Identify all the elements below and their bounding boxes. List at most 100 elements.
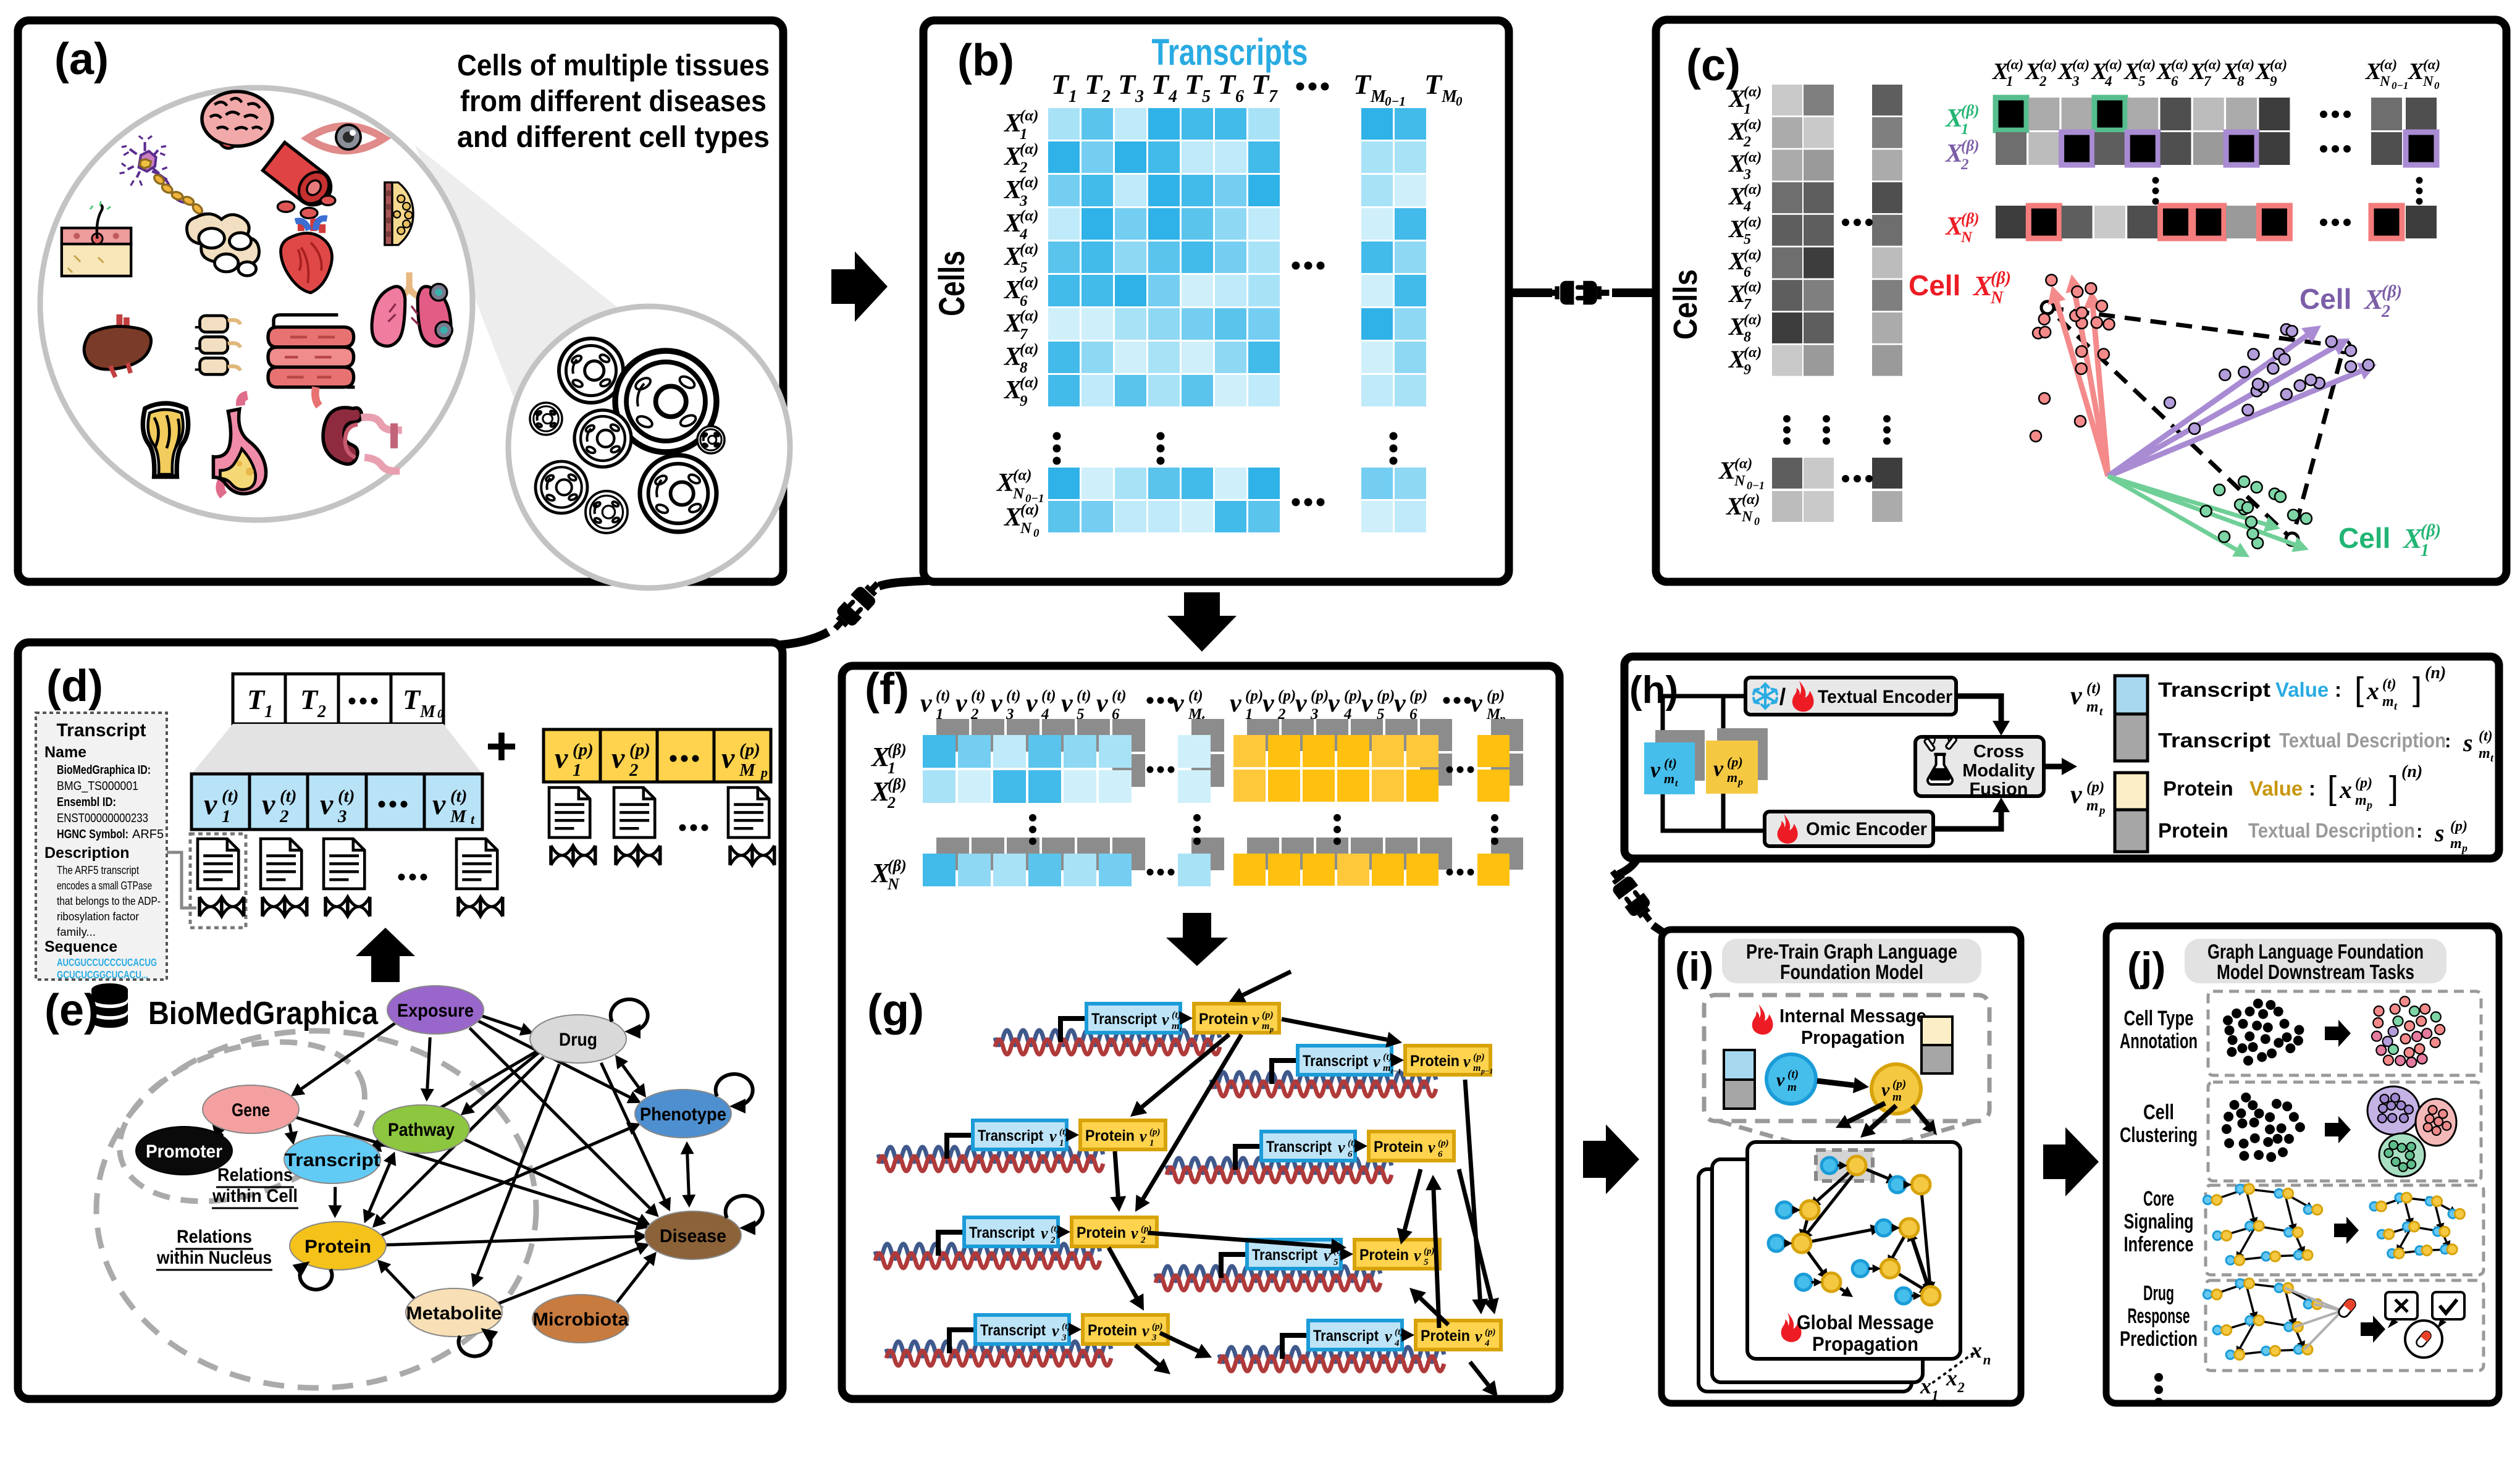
svg-text:(t): (t) (1664, 755, 1677, 771)
svg-text:v: v (1428, 1138, 1435, 1156)
svg-text:v: v (1338, 1138, 1345, 1156)
svg-text:X: X (1718, 456, 1736, 484)
svg-text:(α): (α) (1734, 456, 1752, 472)
svg-text:(a): (a) (54, 35, 109, 84)
svg-text:6: 6 (1020, 293, 1028, 309)
svg-text:p−1: p−1 (1480, 1067, 1493, 1075)
svg-text:2: 2 (887, 794, 896, 812)
svg-text:v: v (991, 689, 1003, 718)
svg-text:3: 3 (337, 807, 347, 826)
svg-text:X: X (2222, 59, 2240, 85)
svg-text:(α): (α) (1020, 374, 1038, 391)
svg-text:v: v (611, 742, 625, 775)
svg-text:(p): (p) (1485, 1327, 1496, 1337)
svg-text:v: v (1373, 1052, 1380, 1070)
svg-text:(α): (α) (1744, 182, 1762, 198)
svg-text:(t): (t) (1787, 1068, 1799, 1081)
svg-text:X: X (1728, 247, 1746, 275)
svg-text:Propagation: Propagation (1812, 1333, 1918, 1355)
svg-text:(α): (α) (1020, 141, 1038, 158)
svg-text:1: 1 (2006, 74, 2014, 89)
svg-text:2: 2 (2381, 302, 2390, 321)
svg-text:T: T (403, 684, 421, 715)
svg-text:v: v (1881, 1080, 1890, 1100)
svg-text:t: t (2490, 752, 2494, 764)
svg-text:BioMedGraphica: BioMedGraphica (148, 996, 379, 1031)
svg-text:AUCGUCCUCCCUCACUG: AUCGUCCUCCCUCACUG (57, 956, 157, 968)
svg-text:1: 1 (1245, 706, 1253, 723)
svg-text:(α): (α) (2204, 57, 2221, 72)
svg-text:N: N (1741, 509, 1754, 525)
svg-text:(β): (β) (1961, 138, 1979, 154)
svg-text:(β): (β) (888, 857, 907, 875)
svg-text:0: 0 (1033, 527, 1040, 540)
svg-text:X: X (1003, 109, 1022, 138)
svg-text:v: v (1414, 1246, 1421, 1264)
svg-text:(t): (t) (2086, 680, 2101, 697)
svg-text:5: 5 (1077, 706, 1085, 723)
svg-text:(p): (p) (573, 740, 594, 760)
svg-text:m: m (1892, 1091, 1902, 1104)
svg-text:Protein: Protein (1359, 1246, 1409, 1264)
svg-text:X: X (1944, 212, 1964, 241)
svg-text:X: X (1728, 280, 1746, 308)
svg-text:BMG_TS000001: BMG_TS000001 (57, 779, 138, 793)
svg-text:T: T (1085, 69, 1103, 100)
svg-text:BioMedGraphica ID:: BioMedGraphica ID: (57, 763, 151, 777)
svg-text:8: 8 (1744, 329, 1751, 345)
svg-text:(n): (n) (2425, 663, 2446, 682)
svg-text:s: s (2434, 819, 2445, 847)
svg-text:v: v (1140, 1127, 1147, 1145)
svg-text:Drug: Drug (559, 1030, 597, 1050)
svg-text:X: X (2255, 59, 2272, 85)
svg-text:Promoter: Promoter (146, 1141, 222, 1162)
svg-text:3: 3 (1006, 706, 1014, 723)
svg-text:X: X (1003, 343, 1022, 371)
svg-text:4: 4 (1484, 1338, 1490, 1348)
svg-text:Value: Value (2275, 678, 2329, 701)
svg-text:(α): (α) (2237, 57, 2254, 72)
svg-text:1: 1 (1069, 87, 1077, 106)
svg-text:1: 1 (936, 706, 944, 723)
svg-text:N: N (2379, 74, 2391, 89)
svg-text:t: t (2394, 700, 2398, 712)
svg-text:within Cell: within Cell (212, 1186, 298, 1206)
svg-text::: : (2445, 730, 2451, 752)
svg-text:+: + (485, 715, 517, 776)
svg-text:m: m (1727, 770, 1737, 785)
svg-text:(α): (α) (1020, 341, 1038, 358)
svg-text:v: v (1162, 1010, 1169, 1028)
svg-text:Ensembl ID:: Ensembl ID: (57, 796, 116, 809)
svg-text:T: T (1251, 69, 1270, 100)
svg-text:1: 1 (1149, 1138, 1154, 1148)
svg-text:(t): (t) (1112, 687, 1127, 704)
svg-text:v: v (1230, 689, 1242, 718)
svg-text:(α): (α) (1020, 107, 1038, 124)
svg-text:(t): (t) (1383, 1052, 1392, 1062)
svg-text:v: v (262, 788, 275, 821)
svg-text:2: 2 (629, 760, 639, 780)
svg-text:N: N (1020, 520, 1032, 537)
svg-text:4: 4 (1394, 1338, 1400, 1348)
svg-text:ENST00000000233: ENST00000000233 (57, 812, 148, 825)
svg-text:3: 3 (1743, 167, 1751, 183)
svg-text:(g): (g) (867, 986, 924, 1035)
svg-text:x: x (2366, 677, 2379, 705)
svg-text:(i): (i) (1675, 944, 1713, 989)
svg-text:p: p (2366, 799, 2372, 811)
svg-text:Transcripts: Transcripts (1152, 32, 1308, 73)
svg-text:(α): (α) (2105, 57, 2122, 72)
svg-text:(p): (p) (1487, 687, 1505, 704)
svg-text:Protein: Protein (1199, 1010, 1248, 1028)
svg-text:Textual Encoder: Textual Encoder (1818, 687, 1952, 707)
svg-text:4: 4 (1041, 706, 1049, 723)
svg-text:m: m (1664, 771, 1674, 786)
svg-text:(b): (b) (957, 36, 1014, 85)
svg-text:x: x (1970, 1338, 1982, 1363)
svg-text:X: X (996, 469, 1015, 497)
svg-text:M: M (450, 807, 467, 826)
svg-text:N: N (887, 875, 900, 893)
svg-text:X: X (1944, 104, 1964, 133)
svg-text:Cell: Cell (2338, 522, 2390, 554)
svg-text:2: 2 (1277, 706, 1286, 723)
